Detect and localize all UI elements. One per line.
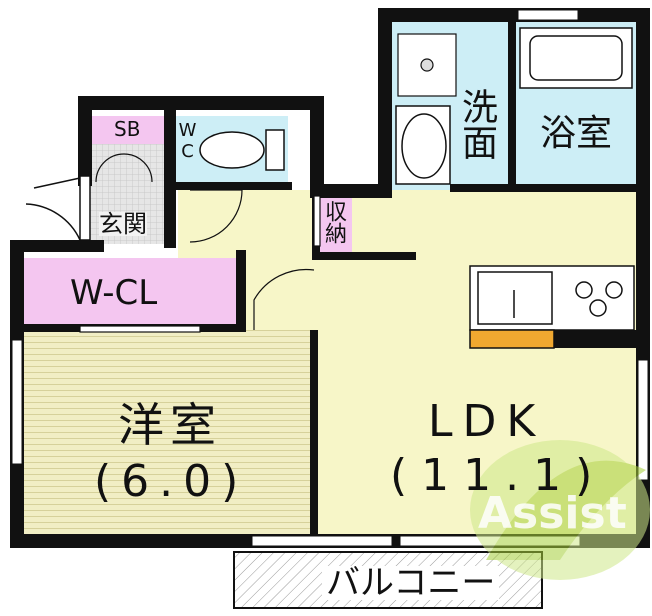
washing-machine-pan (397, 33, 457, 97)
assist-logo-mark (470, 440, 650, 580)
wcl-floor (20, 258, 238, 324)
wc-label: WC (177, 120, 198, 162)
ldk-label: LDK (428, 396, 546, 447)
genkan-label: 玄関 (99, 210, 147, 238)
yokushitsu-label: 浴室 (540, 113, 613, 154)
kitchen (469, 265, 635, 349)
entrance-door (25, 175, 91, 241)
sb-label: SB (114, 117, 141, 141)
sb-floor (90, 116, 164, 144)
yoshitsu-label: 洋室 (118, 398, 222, 452)
assist-watermark: Assist (478, 488, 627, 539)
bathtub (519, 27, 633, 89)
closet-door (79, 195, 321, 333)
senmen-label: 洗面 (456, 88, 497, 160)
shuno-label: 収納 (321, 200, 346, 244)
yoshitsu-size-label: (6.0) (94, 456, 249, 507)
balcony-label: バルコニー (322, 566, 500, 600)
yoshitsu-floor-lines (20, 330, 313, 540)
interior-doors (95, 153, 508, 330)
balcony-outline (233, 551, 543, 609)
wcl-label: W-CL (70, 273, 158, 313)
ldk-size-label: (11.1) (390, 450, 607, 501)
toilet (199, 129, 285, 171)
shuno-floor (318, 190, 352, 252)
washbasin (395, 105, 451, 185)
